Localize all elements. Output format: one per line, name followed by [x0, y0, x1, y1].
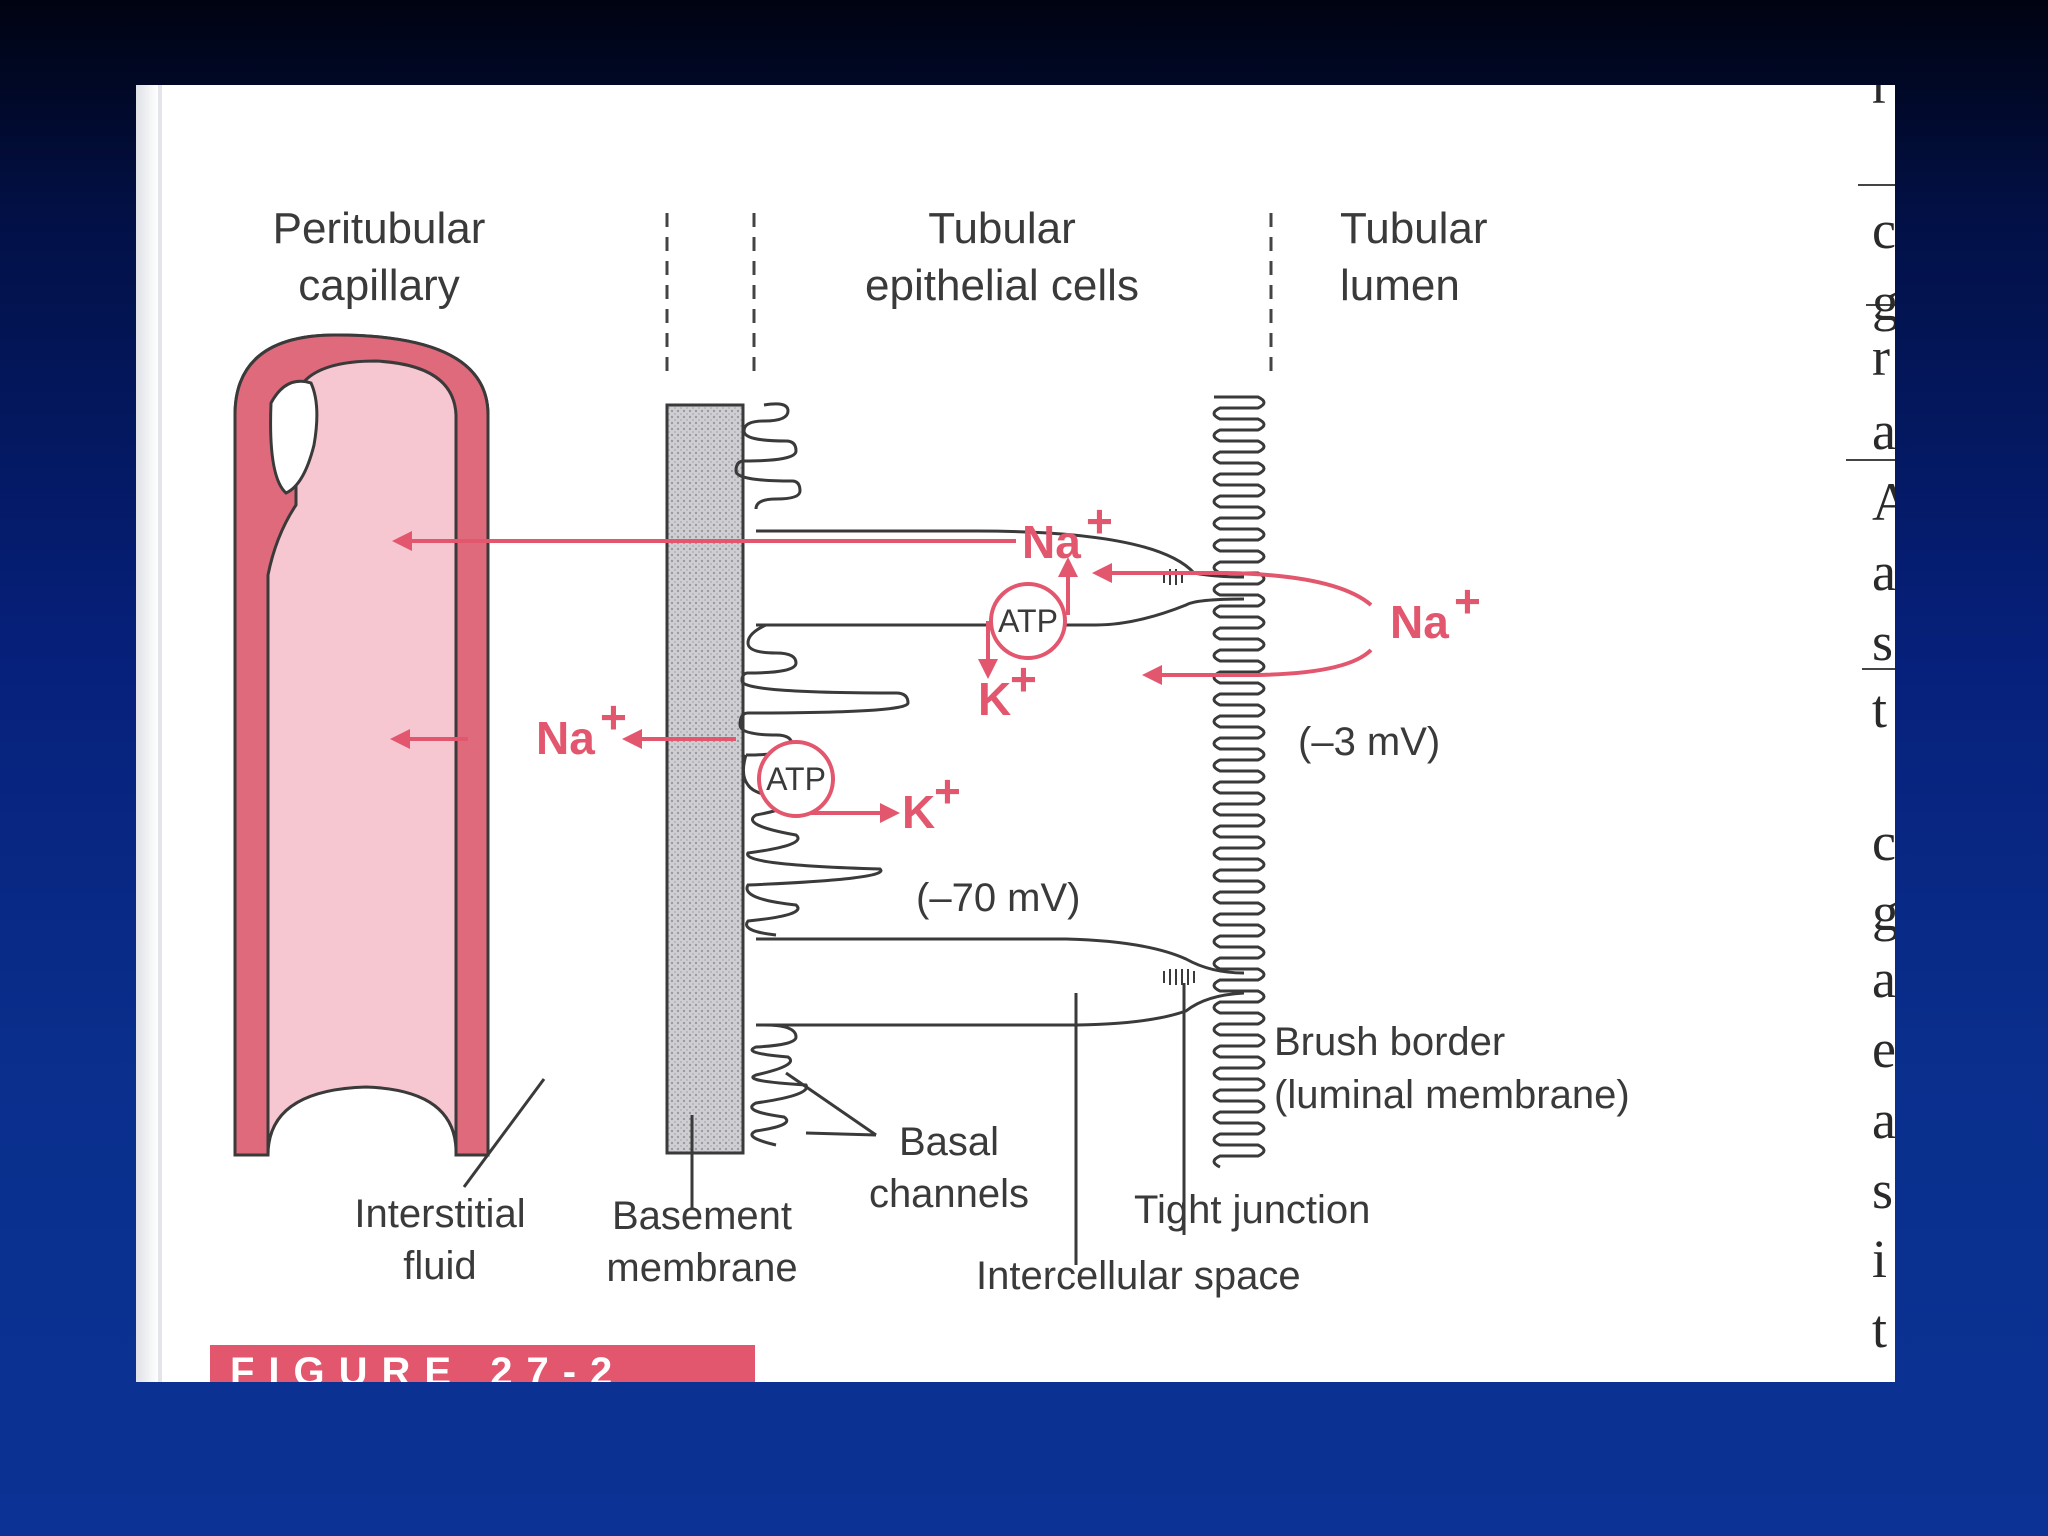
atp-pump-lower: ATP — [757, 740, 835, 818]
ion-k-lower: K + — [902, 765, 961, 838]
svg-text:channels: channels — [869, 1172, 1029, 1216]
ion-na-lumen: Na + — [1390, 575, 1481, 648]
margin-letter: a — [1872, 401, 1895, 461]
peritubular-capillary — [233, 333, 490, 1157]
margin-letter: u — [1872, 1367, 1895, 1382]
label-intercellular-space: Intercellular space — [976, 1254, 1301, 1298]
margin-letter: c — [1872, 200, 1895, 260]
svg-text:+: + — [1086, 495, 1113, 547]
ion-na-upper: Na + — [1022, 495, 1113, 568]
margin-letter: a — [1872, 949, 1895, 1009]
svg-text:+: + — [1454, 575, 1481, 627]
label-tight-junction: Tight junction — [1134, 1188, 1370, 1232]
figure-caption: FIGURE 27-2 — [210, 1345, 755, 1382]
svg-text:K: K — [902, 786, 935, 838]
margin-letter: A — [1872, 472, 1895, 532]
ion-k-upper: K + — [978, 653, 1037, 725]
figure-panel: Peritubular capillary Tubular epithelial… — [136, 85, 1895, 1382]
svg-text:capillary: capillary — [298, 261, 459, 310]
interstitial-fluid-pointer — [462, 1078, 546, 1188]
svg-text:fluid: fluid — [403, 1244, 476, 1288]
basal-channel-pointer-lower — [805, 1131, 877, 1137]
lumen-potential: (–3 mV) — [1298, 720, 1440, 764]
label-basal-channels: Basal channels — [869, 1120, 1029, 1216]
label-interstitial-fluid: Interstitial fluid — [354, 1192, 525, 1288]
svg-text:Tubular: Tubular — [928, 204, 1076, 253]
margin-letter: e — [1872, 1019, 1895, 1079]
svg-text:ATP: ATP — [766, 761, 826, 797]
svg-text:membrane: membrane — [606, 1246, 797, 1290]
margin-letter: s — [1872, 612, 1893, 672]
margin-letter: i — [1872, 1229, 1887, 1289]
atp-pump-upper: ATP — [989, 582, 1067, 660]
svg-text:K: K — [978, 673, 1011, 725]
svg-text:Na: Na — [536, 712, 595, 764]
margin-letter: c — [1872, 812, 1895, 872]
margin-letter: a — [1872, 542, 1895, 602]
svg-text:Na: Na — [1390, 596, 1449, 648]
svg-text:lumen: lumen — [1340, 261, 1460, 310]
svg-text:Na: Na — [1022, 516, 1081, 568]
transport-diagram: Peritubular capillary Tubular epithelial… — [136, 85, 1895, 1382]
right-margin-text: rcgraAastcgaeasituT — [1846, 85, 1895, 1382]
microvilli — [1212, 395, 1266, 1169]
margin-letter: r — [1872, 85, 1890, 115]
svg-text:Peritubular: Peritubular — [273, 204, 486, 253]
brush-border — [1212, 395, 1266, 1169]
na-lumen-entry-arrow — [1092, 563, 1373, 607]
label-basement-membrane: Basement membrane — [606, 1194, 797, 1290]
figure-left-shadow — [136, 85, 158, 1382]
svg-text:(luminal membrane): (luminal membrane) — [1274, 1073, 1630, 1117]
svg-text:+: + — [600, 691, 627, 743]
tight-junction — [1163, 569, 1195, 985]
cell-potential: (–70 mV) — [916, 876, 1081, 920]
svg-text:+: + — [934, 765, 961, 817]
na-lumen-return-arrow — [1142, 648, 1373, 685]
header-lumen: Tubular lumen — [1340, 204, 1488, 310]
margin-letter: g — [1872, 272, 1895, 332]
margin-letter: r — [1872, 327, 1890, 387]
margin-letter: t — [1872, 1299, 1887, 1359]
svg-text:Brush border: Brush border — [1274, 1020, 1505, 1064]
epithelial-cell-outlines — [462, 402, 1245, 1265]
svg-text:ATP: ATP — [998, 603, 1058, 639]
svg-text:Basement: Basement — [612, 1194, 792, 1238]
label-brush-border: Brush border (luminal membrane) — [1274, 1020, 1630, 1117]
basal-channel-pointer-upper — [785, 1071, 877, 1137]
header-epithelial-cells: Tubular epithelial cells — [865, 204, 1139, 310]
basement-membrane — [665, 403, 745, 1155]
margin-letter: g — [1872, 882, 1895, 942]
red-blood-cell — [269, 379, 319, 495]
ion-na-lower: Na + — [536, 691, 627, 764]
svg-text:Tubular: Tubular — [1340, 204, 1488, 253]
margin-letter: s — [1872, 1160, 1893, 1220]
svg-text:epithelial cells: epithelial cells — [865, 261, 1139, 310]
margin-letter: a — [1872, 1090, 1895, 1150]
svg-text:Basal: Basal — [899, 1120, 999, 1164]
svg-text:+: + — [1010, 653, 1037, 705]
header-peritubular: Peritubular capillary — [273, 204, 486, 310]
svg-text:FIGURE 27-2: FIGURE 27-2 — [230, 1350, 626, 1382]
transport-arrows — [390, 531, 1373, 823]
margin-letter: t — [1872, 679, 1887, 739]
svg-text:Interstitial: Interstitial — [354, 1192, 525, 1236]
